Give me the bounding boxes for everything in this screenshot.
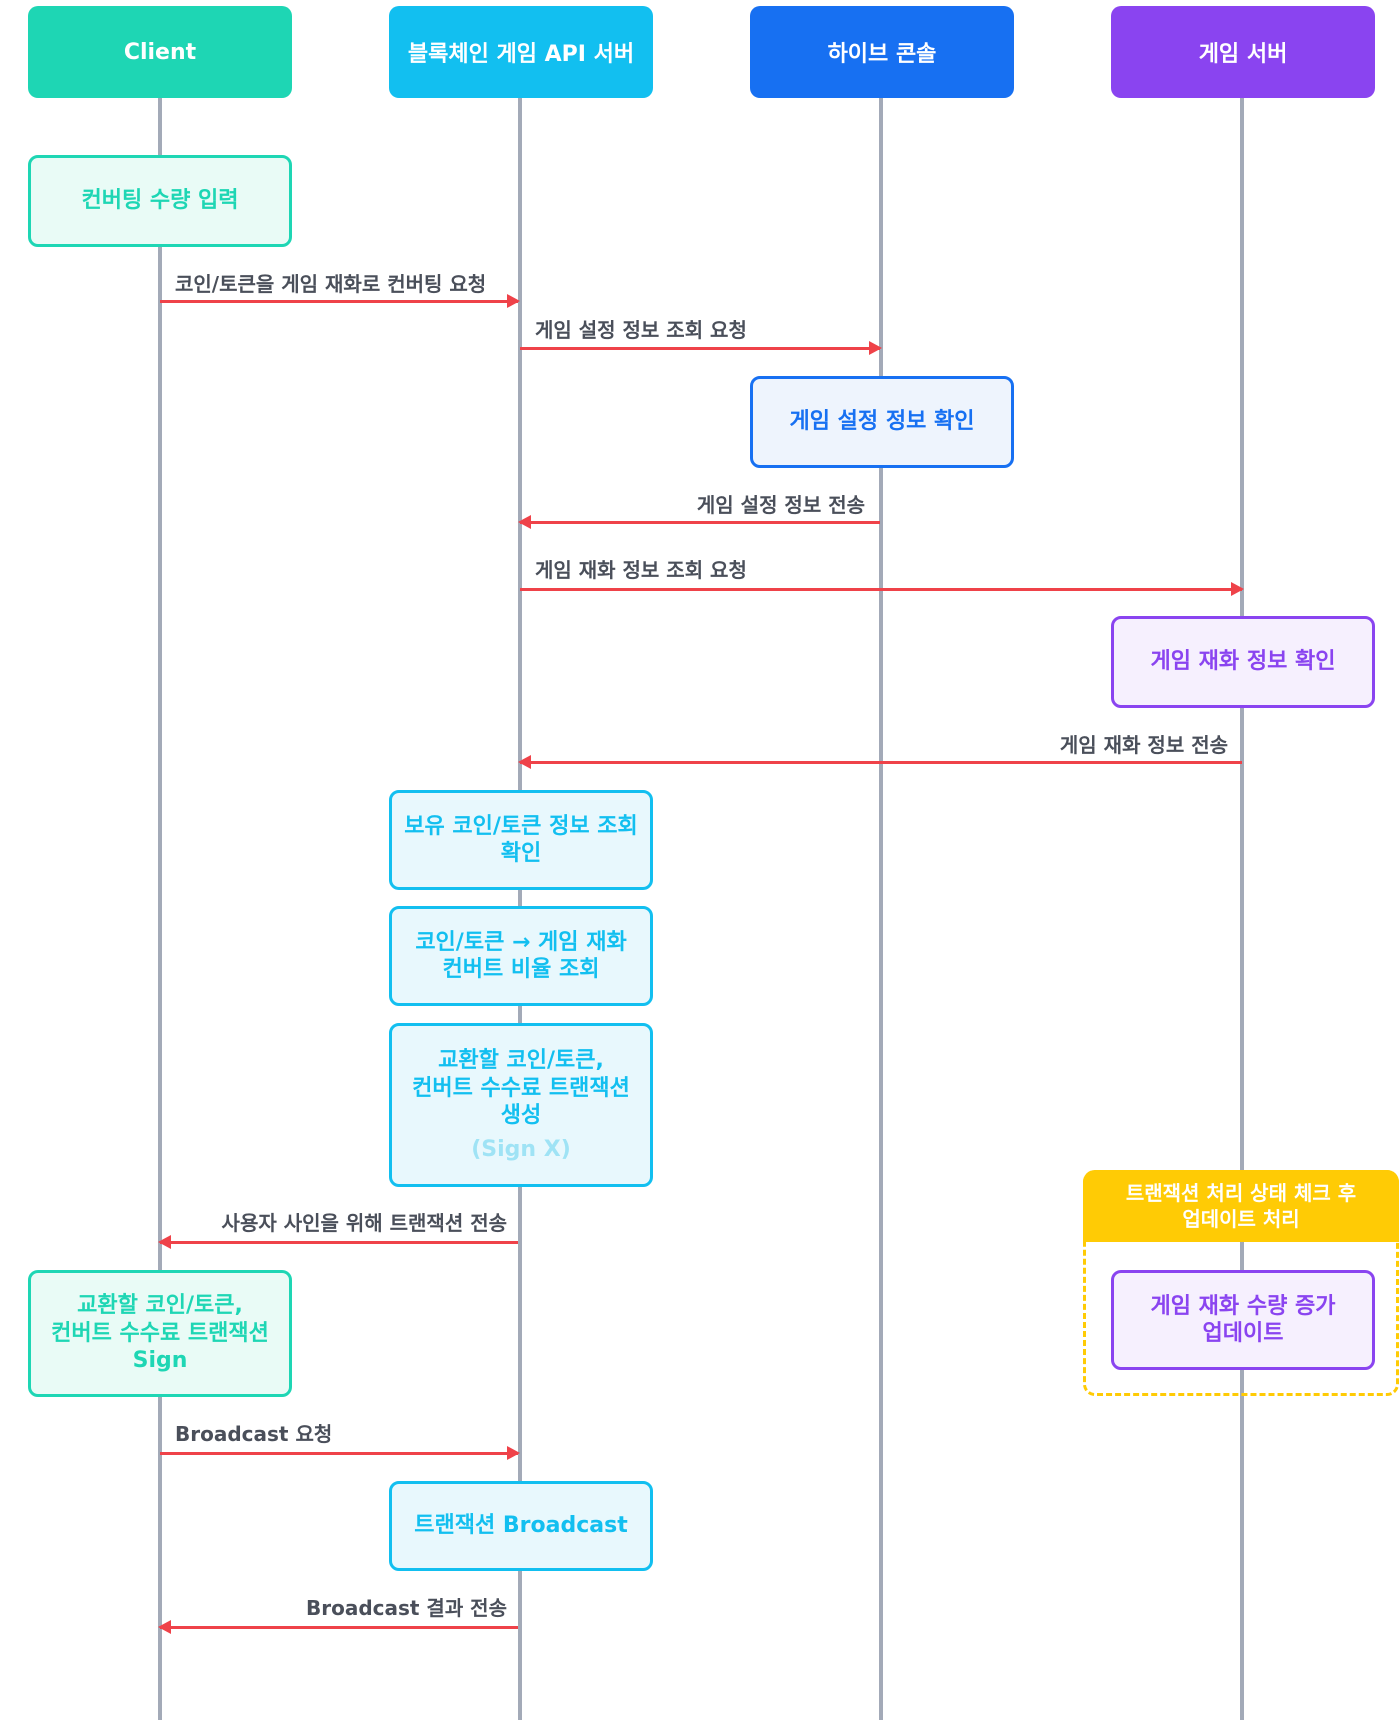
note-line: 생성 xyxy=(500,1103,542,1128)
note-line: 확인 xyxy=(500,841,542,866)
note-line: 교환할 코인/토큰, xyxy=(438,1048,604,1073)
note-line: 업데이트 xyxy=(1202,1321,1284,1346)
lifeline-client xyxy=(158,96,162,1720)
note-text: 트랜잭션 Broadcast xyxy=(414,1513,628,1539)
lifeline-hive-console xyxy=(879,96,883,1720)
note-line: 게임 재화 수량 증가 xyxy=(1150,1293,1336,1319)
note-hive-check: 게임 설정 정보 확인 xyxy=(750,376,1014,468)
message-arrow xyxy=(160,294,520,308)
note-line: 컨버트 수수료 트랜잭션 xyxy=(51,1320,269,1346)
message-label: 게임 재화 정보 전송 xyxy=(1059,733,1228,757)
note-line: Sign xyxy=(132,1348,188,1374)
note-api-ratio: 코인/토큰 → 게임 재화 컨버트 비율 조회 xyxy=(389,906,653,1006)
message-arrow xyxy=(160,1446,520,1460)
message-label: Broadcast 결과 전송 xyxy=(305,1596,507,1620)
note-line: 코인/토큰 → 게임 재화 xyxy=(415,929,627,955)
message-arrow xyxy=(520,341,882,355)
note-line: 교환할 코인/토큰, xyxy=(77,1293,243,1319)
note-api-broadcast: 트랜잭션 Broadcast xyxy=(389,1481,653,1571)
message-label: 코인/토큰을 게임 재화로 컨버팅 요청 xyxy=(175,272,487,296)
message-arrow xyxy=(158,1620,518,1634)
group-title-line: 업데이트 처리 xyxy=(1182,1207,1300,1231)
note-game-update: 게임 재화 수량 증가 업데이트 xyxy=(1111,1270,1375,1370)
group-title: 트랜잭션 처리 상태 체크 후 업데이트 처리 xyxy=(1083,1170,1399,1242)
message-arrow xyxy=(158,1235,518,1249)
group-title-line: 트랜잭션 처리 상태 체크 후 xyxy=(1125,1181,1357,1205)
note-client-input: 컨버팅 수량 입력 xyxy=(28,155,292,247)
message-arrow xyxy=(520,582,1244,596)
message-label: 게임 설정 정보 조회 요청 xyxy=(535,318,747,342)
message-label: 게임 설정 정보 전송 xyxy=(696,493,865,517)
note-line: 컨버트 수수료 트랜잭션 xyxy=(412,1075,630,1101)
note-text: 게임 재화 정보 확인 xyxy=(1150,649,1336,675)
participant-api-server: 블록체인 게임 API 서버 xyxy=(389,6,653,98)
message-arrow xyxy=(518,515,880,529)
note-line: 보유 코인/토큰 정보 조회 xyxy=(404,813,638,839)
note-line: 컨버트 비율 조회 xyxy=(442,957,600,982)
note-api-holdings: 보유 코인/토큰 정보 조회 확인 xyxy=(389,790,653,890)
participant-client: Client xyxy=(28,6,292,98)
note-api-create: 교환할 코인/토큰, 컨버트 수수료 트랜잭션 생성 (Sign X) xyxy=(389,1023,653,1187)
note-sub: (Sign X) xyxy=(471,1136,571,1162)
participant-hive-console: 하이브 콘솔 xyxy=(750,6,1014,98)
message-arrow xyxy=(518,755,1242,769)
note-text: 게임 설정 정보 확인 xyxy=(789,409,975,435)
note-game-check: 게임 재화 정보 확인 xyxy=(1111,616,1375,708)
lifeline-game-server xyxy=(1240,96,1244,1720)
message-label: Broadcast 요청 xyxy=(175,1422,333,1446)
participant-game-server: 게임 서버 xyxy=(1111,6,1375,98)
note-client-sign: 교환할 코인/토큰, 컨버트 수수료 트랜잭션 Sign xyxy=(28,1270,292,1397)
message-label: 사용자 사인을 위해 트랜잭션 전송 xyxy=(221,1211,507,1235)
message-label: 게임 재화 정보 조회 요청 xyxy=(535,558,747,582)
note-text: 컨버팅 수량 입력 xyxy=(81,188,239,214)
